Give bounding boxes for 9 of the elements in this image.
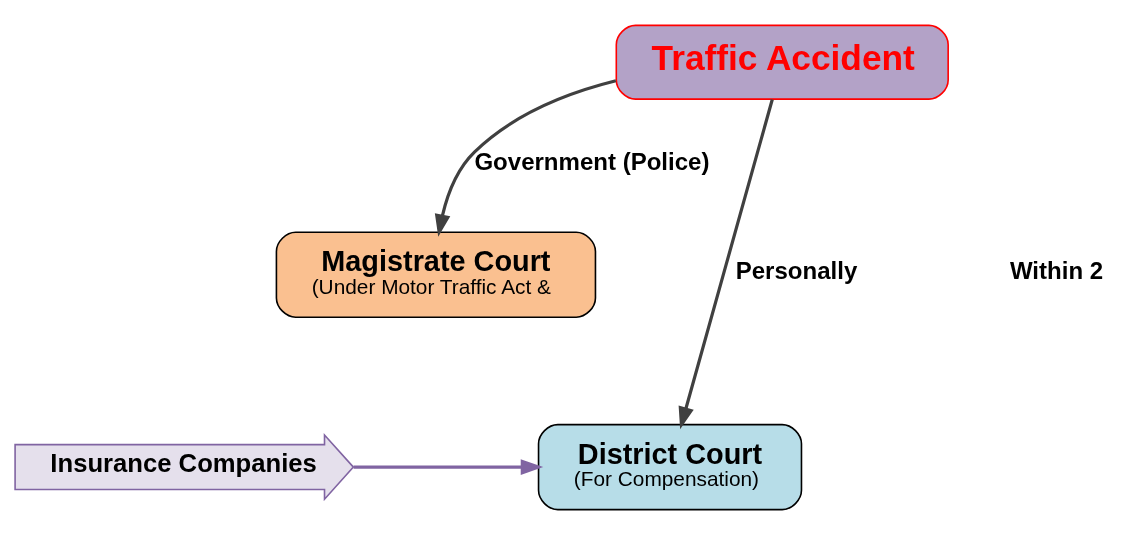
label: Within 2 [1009, 256, 1104, 284]
edge-label: Personally [735, 256, 858, 284]
arrow [353, 459, 544, 475]
arrow [434, 79, 617, 237]
arrow [678, 99, 774, 430]
node-box: District Court (For Compensation) [537, 423, 803, 511]
edge-label: Government (Police) [474, 147, 710, 175]
node-box: Magistrate Court (Under Motor Traffic Act & [275, 231, 597, 318]
node-box: Traffic Accident [615, 24, 949, 100]
